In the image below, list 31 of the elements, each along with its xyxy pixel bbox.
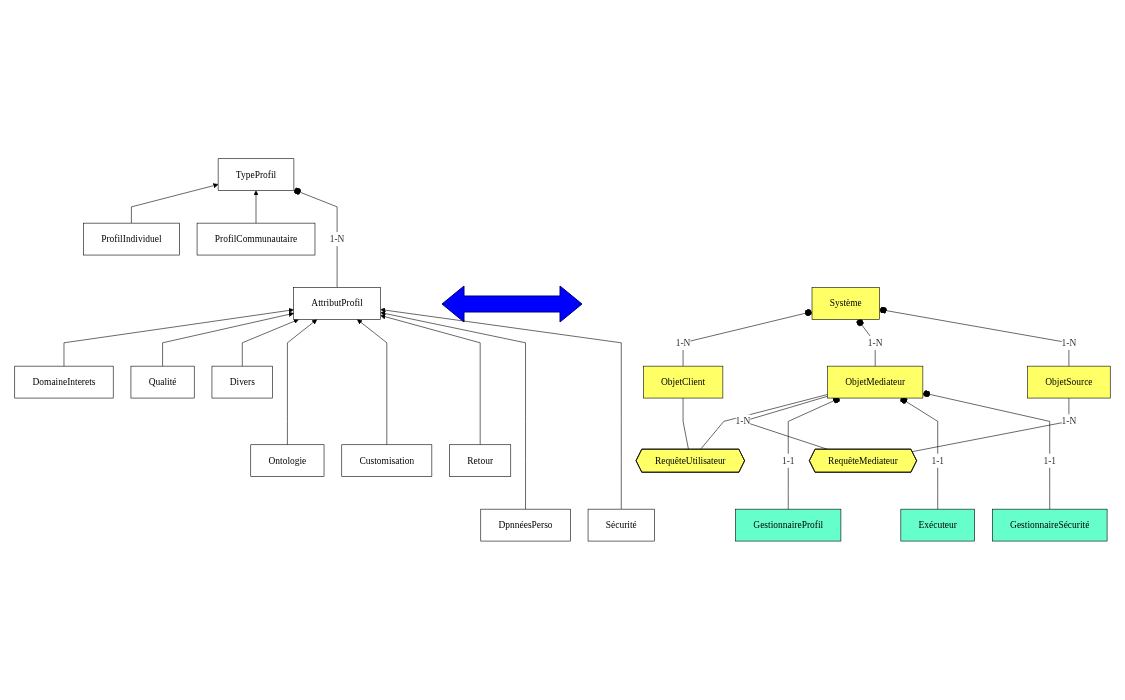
node-box: ObjetMediateur <box>827 365 924 399</box>
node-box: Customisation <box>341 444 433 478</box>
edge-label: 1-N <box>867 337 883 348</box>
node-box: Qualité <box>130 365 195 399</box>
node-box: DpnnéesPerso <box>480 508 571 542</box>
edge-label: 1-N <box>329 233 345 244</box>
node-box: AttributProfil <box>293 287 381 320</box>
connector <box>700 394 828 450</box>
node-box: TypeProfil <box>217 158 295 192</box>
edge-label: 1-1 <box>931 455 945 466</box>
edge-label: 1-N <box>1061 416 1077 427</box>
node-box: Divers <box>211 365 273 399</box>
connector <box>682 397 689 450</box>
node-box: Système <box>811 287 880 320</box>
node-box: ObjetSource <box>1027 365 1111 399</box>
node-box: Retour <box>449 444 512 478</box>
node-box: ProfilCommunautaire <box>196 222 316 256</box>
edge-label: 1-N <box>735 416 751 427</box>
node-box: DomaineInterets <box>14 365 114 399</box>
node-box: GestionnaireSécurité <box>992 508 1108 542</box>
edge-label: 1-N <box>675 337 691 348</box>
node-box: ObjetClient <box>643 365 724 399</box>
edge-label: 1-1 <box>781 455 795 466</box>
node-box: Ontologie <box>250 444 325 478</box>
node-box: Exécuteur <box>900 508 975 542</box>
node-box: GestionnaireProfil <box>735 508 842 542</box>
edge-label: 1-N <box>1061 337 1077 348</box>
connector <box>911 397 1070 453</box>
edge-label: 1-1 <box>1043 455 1057 466</box>
node-box: ProfilIndividuel <box>83 222 180 256</box>
node-box: Sécurité <box>587 508 655 542</box>
